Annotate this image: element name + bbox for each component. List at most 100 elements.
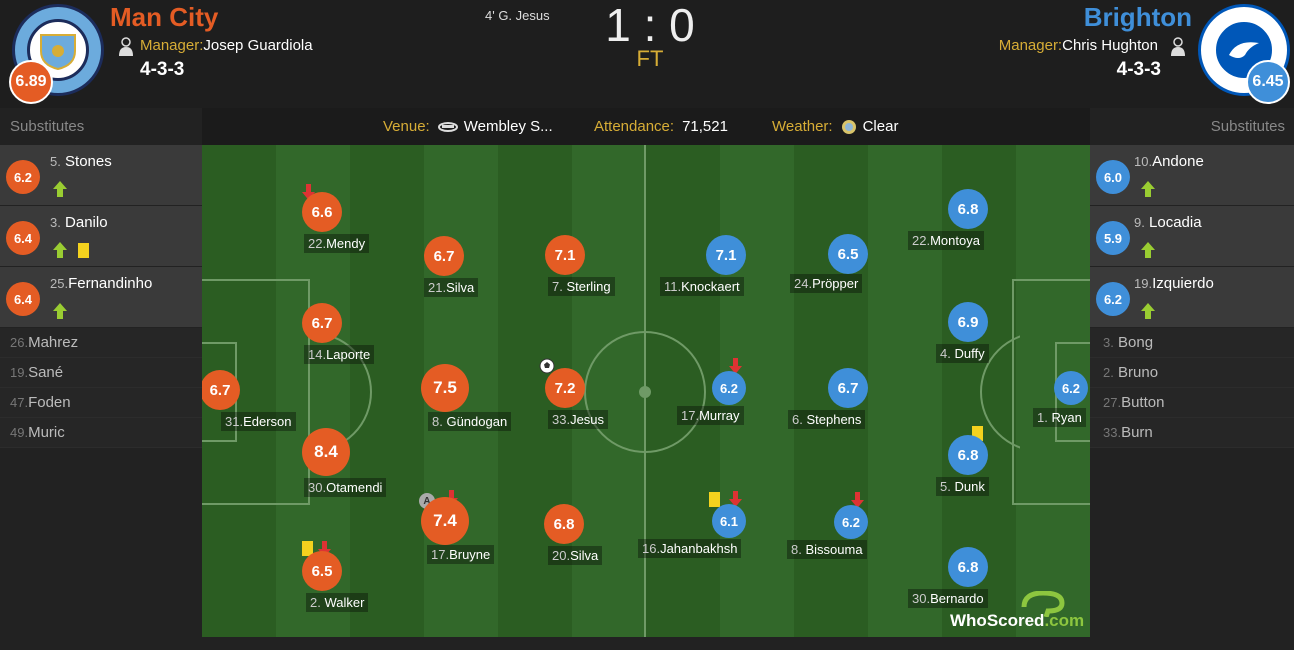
substitute-row[interactable]: 6.4 3. Danilo [0, 206, 202, 267]
player-name: Bernardo [930, 591, 984, 606]
player-rating: 6.2 [6, 160, 40, 194]
player-rating: 6.2 [1096, 282, 1130, 316]
player-name: Silva [446, 280, 475, 295]
home-formation: 4-3-3 [140, 59, 185, 80]
player-name: Mendy [326, 236, 366, 251]
player-rating: 6.1 [712, 504, 746, 538]
away-team-rating: 6.45 [1246, 60, 1290, 104]
home-team-rating: 6.89 [9, 60, 53, 104]
away-team-name[interactable]: Brighton [1083, 2, 1192, 32]
player-rating: 6.7 [202, 370, 240, 410]
unused-substitute[interactable]: 19.Sané [0, 358, 202, 388]
sub-off-arrow-icon [851, 492, 864, 508]
yellow-card-icon [78, 243, 89, 258]
stadium-icon [437, 121, 458, 132]
sub-on-arrow-icon [53, 303, 67, 319]
player-name: Otamendi [326, 480, 383, 495]
player-rating: 6.8 [948, 189, 988, 229]
player-rating: 6.7 [424, 236, 464, 276]
sub-on-arrow-icon [1141, 303, 1155, 319]
player-rating: 5.9 [1096, 221, 1130, 255]
home-substitutes-list: 6.2 5. Stones 6.4 3. Danilo 6.4 25.Ferna… [0, 145, 202, 448]
pitch: 6.7 31.Ederson 6.6 22.Mendy 6.7 14.Lapor… [202, 145, 1090, 637]
player-rating: 7.1 [545, 235, 585, 275]
player-name: Ederson [243, 414, 292, 429]
player-name: Dunk [954, 479, 985, 494]
unused-substitute[interactable]: 49.Muric [0, 418, 202, 448]
player-rating: 6.8 [544, 504, 584, 544]
player-rating: 6.2 [712, 371, 746, 405]
player-name: Murray [699, 408, 740, 423]
sub-on-arrow-icon [53, 242, 67, 258]
match-status: FT [636, 46, 664, 71]
away-substitutes-title: Substitutes [1210, 118, 1285, 135]
player-rating: 7.4 [421, 497, 469, 545]
away-manager: Manager:Chris Hughton [998, 37, 1158, 54]
substitute-row[interactable]: 6.4 25.Fernandinho [0, 267, 202, 328]
unused-substitute[interactable]: 33.Burn [1090, 418, 1294, 448]
question-mark-logo-icon [1021, 591, 1065, 617]
home-substitutes-title: Substitutes [10, 118, 85, 135]
whoscored-logo[interactable]: WhoScored.com [950, 591, 1085, 633]
player-rating: 6.8 [948, 547, 988, 587]
player-name: Fernandinho [68, 275, 153, 292]
manager-icon [119, 37, 133, 56]
player-rating: 6.7 [828, 368, 868, 408]
goal-scorer: 4' G. Jesus [485, 8, 550, 23]
player-rating: 6.7 [302, 303, 342, 343]
unused-substitute[interactable]: 3. Bong [1090, 328, 1294, 358]
player-rating: 6.8 [948, 435, 988, 475]
unused-substitute[interactable]: 27.Button [1090, 388, 1294, 418]
player-name: Ryan [1051, 410, 1082, 425]
away-substitutes-list: 6.0 10.Andone 5.9 9. Locadia 6.2 19.Izqu… [1090, 145, 1294, 448]
yellow-card-icon [709, 492, 720, 507]
player-name: Laporte [326, 347, 371, 362]
attendance-info: Attendance: 71,521 [594, 118, 728, 135]
home-manager-name: Josep Guardiola [203, 37, 313, 54]
match-header: 6.89 Man City Manager:Josep Guardiola 4-… [0, 0, 1294, 108]
venue-name: Wembley S... [463, 118, 553, 135]
weather-info: Weather: Clear [772, 118, 899, 135]
unused-substitute[interactable]: 2. Bruno [1090, 358, 1294, 388]
player-rating: 7.1 [706, 235, 746, 275]
away-formation: 4-3-3 [1116, 59, 1161, 80]
player-rating: 6.5 [302, 551, 342, 591]
player-name: Sterling [566, 279, 611, 294]
player-name: Andone [1152, 153, 1204, 170]
away-manager-name: Chris Hughton [1062, 37, 1158, 54]
manager-icon [1171, 37, 1185, 56]
player-rating: 6.5 [828, 234, 868, 274]
unused-substitute[interactable]: 26.Mahrez [0, 328, 202, 358]
player-name: Izquierdo [1152, 275, 1214, 292]
player-name: Danilo [65, 214, 108, 231]
player-name: Pröpper [812, 276, 859, 291]
player-name: Bruyne [449, 547, 491, 562]
substitute-row[interactable]: 5.9 9. Locadia [1090, 206, 1294, 267]
player-rating: 6.2 [834, 505, 868, 539]
substitute-row[interactable]: 6.0 10.Andone [1090, 145, 1294, 206]
player-rating: 6.4 [6, 221, 40, 255]
substitute-row[interactable]: 6.2 5. Stones [0, 145, 202, 206]
player-rating: 6.6 [302, 192, 342, 232]
match-score: 1 : 0 [605, 0, 695, 51]
player-rating: 7.5 [421, 364, 469, 412]
sub-on-arrow-icon [1141, 181, 1155, 197]
sun-icon [841, 119, 856, 134]
player-name: Stephens [806, 412, 862, 427]
goal-ball-icon [539, 358, 555, 374]
match-info-bar: Venue: Wembley S... Attendance: 71,521 W… [202, 108, 1090, 145]
venue-info: Venue: Wembley S... [383, 118, 553, 135]
player-name: Stones [65, 153, 112, 170]
sub-off-arrow-icon [729, 491, 742, 507]
yellow-card-icon [302, 541, 313, 556]
player-rating: 7.2 [545, 368, 585, 408]
player-name: Bissouma [805, 542, 863, 557]
unused-substitute[interactable]: 47.Foden [0, 388, 202, 418]
sub-on-arrow-icon [1141, 242, 1155, 258]
player-rating: 6.2 [1054, 371, 1088, 405]
home-team-name[interactable]: Man City [110, 2, 219, 32]
player-name: Gündogan [446, 414, 508, 429]
substitute-row[interactable]: 6.2 19.Izquierdo [1090, 267, 1294, 328]
weather-value: Clear [862, 118, 899, 135]
player-name: Walker [324, 595, 365, 610]
